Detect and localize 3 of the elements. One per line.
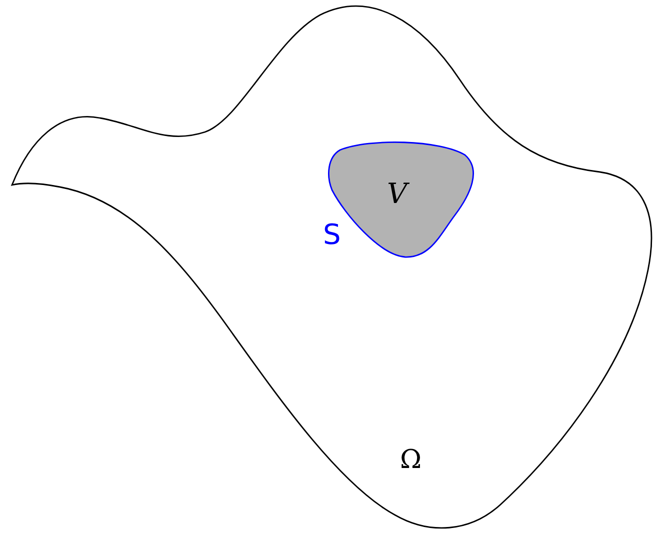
boundary-label: S	[323, 221, 341, 249]
region-label: Ω	[400, 447, 422, 473]
region-label: V	[387, 180, 408, 208]
